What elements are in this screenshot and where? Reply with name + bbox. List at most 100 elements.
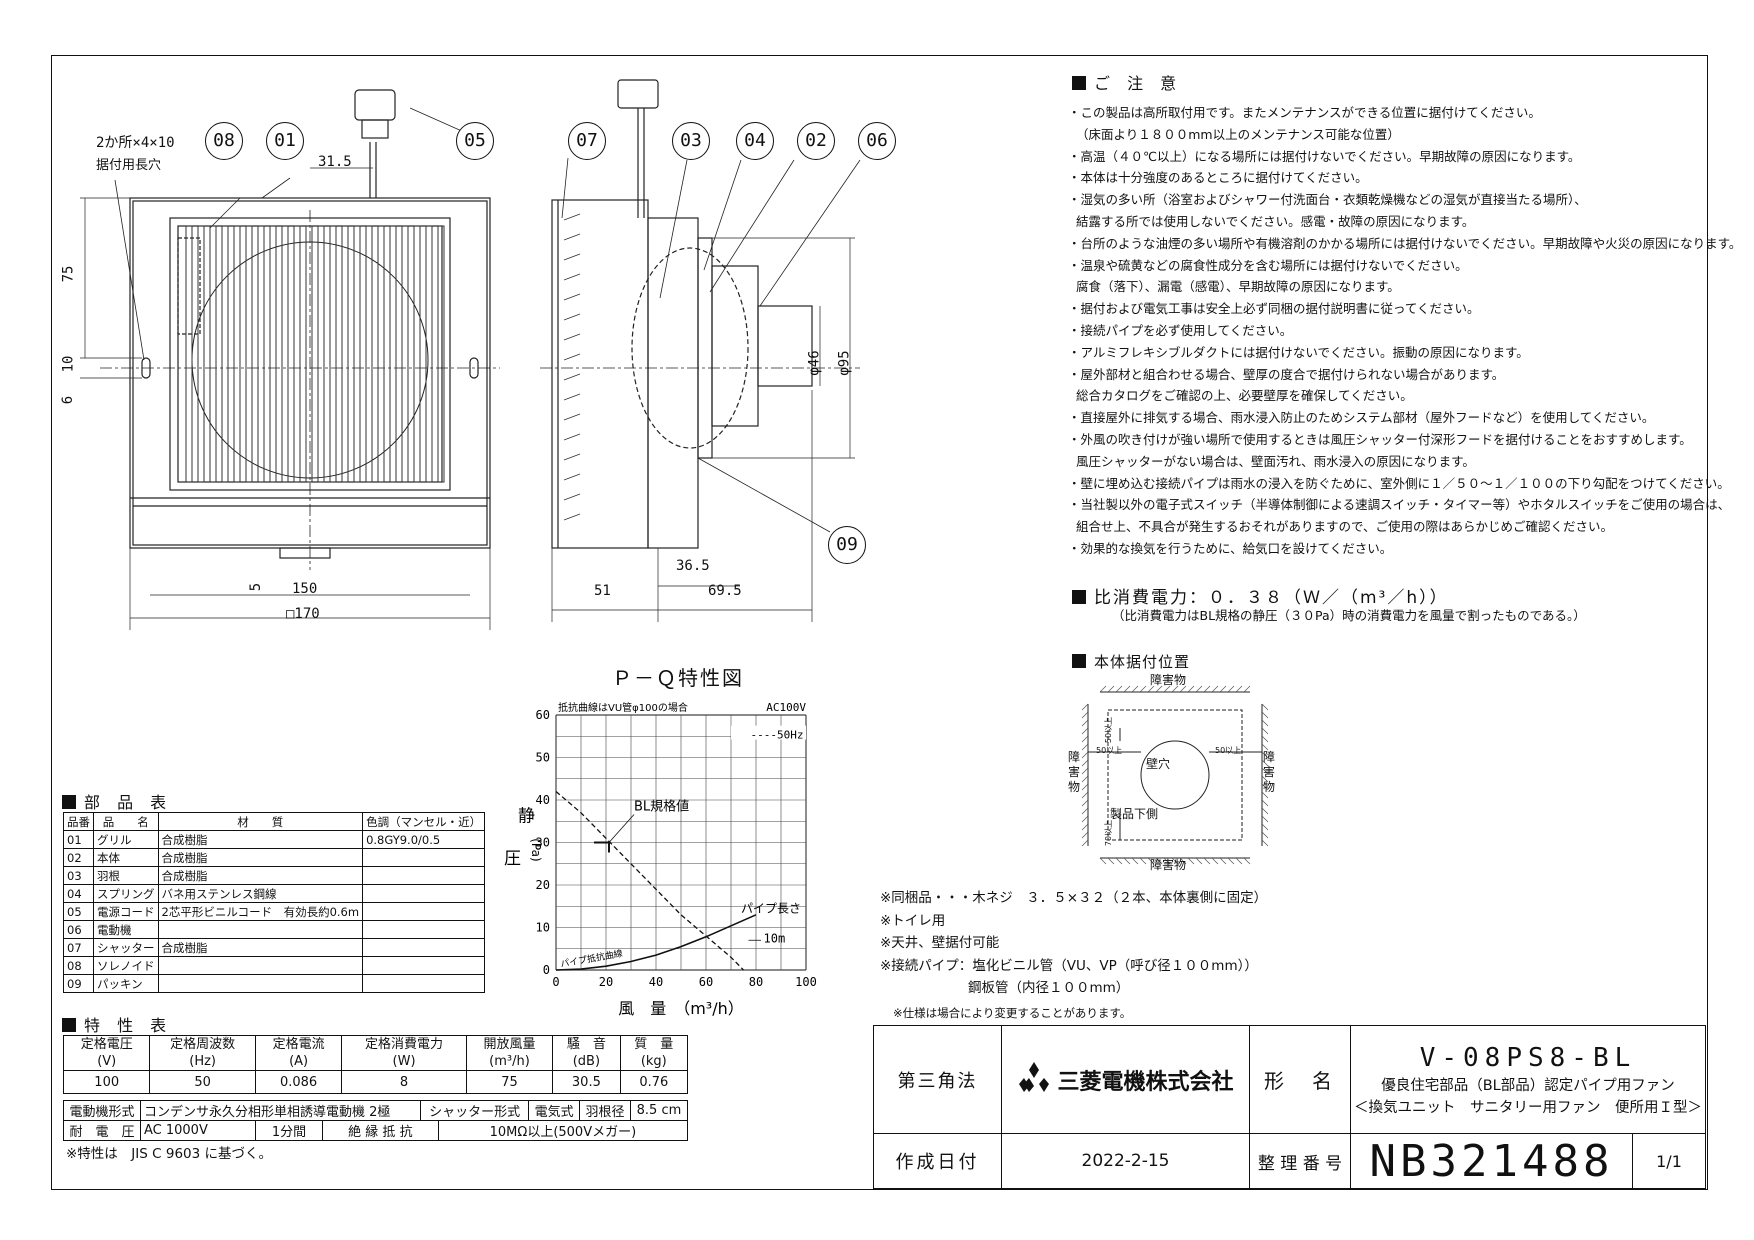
wall-hatch <box>1243 685 1251 693</box>
part-bubble-02: 02 <box>797 122 835 160</box>
spec-header: 質 量(kg) <box>619 1035 689 1071</box>
wall-hatch <box>1081 711 1089 719</box>
x-tick-label: 40 <box>649 975 663 989</box>
grille-slat <box>281 225 289 483</box>
shutter-fin <box>563 233 581 241</box>
wall-hatch <box>1081 703 1089 711</box>
wall-hatch <box>1155 685 1163 693</box>
wall-hatch <box>1261 735 1269 743</box>
spec-header-line: 定格電圧 <box>80 1037 133 1052</box>
part-bubble-08: 08 <box>205 122 243 160</box>
parts-header-row: 品番 品 名 材 質 色調（マンセル・近） <box>63 812 486 831</box>
parts-cell: 電動機 <box>93 920 159 939</box>
spec-value: 30.5 <box>552 1070 621 1094</box>
shutter-fin <box>563 413 581 421</box>
wall-hatch <box>1081 719 1089 727</box>
x-axis-label: 風 量 （m³/h） <box>618 999 744 1018</box>
grille-slat <box>305 225 313 483</box>
parts-header-no: 品番 <box>63 812 94 831</box>
grille-slat <box>437 225 445 483</box>
spec-header-line: 質 量 <box>634 1037 674 1052</box>
note-line: 総合カタログをご確認の上、必要壁厚を確保してください。 <box>1076 388 1413 404</box>
y-tick-label: 50 <box>536 751 550 765</box>
parts-cell: 09 <box>63 974 94 993</box>
spec-header: 定格電圧(V) <box>62 1035 151 1071</box>
install-heading: 本体据付位置 <box>1072 651 1190 672</box>
wall-hatch <box>1081 735 1089 743</box>
chart-title: Ｐ－Ｑ特性図 <box>612 666 744 690</box>
notes-list: ・この製品は高所取付用です。またメンテナンスができる位置に据付けてください。（床… <box>1068 102 1741 560</box>
wall-hatch <box>1163 685 1171 693</box>
note-line: ・湿気の多い所（浴室およびシャワー付洗面台・衣類乾燥機などの湿気が直接当たる場所… <box>1068 192 1587 208</box>
wall-hatch <box>1195 857 1203 865</box>
parts-cell: グリル <box>93 830 159 849</box>
parts-cell: 07 <box>63 938 94 957</box>
x-tick-label: 0 <box>552 975 559 989</box>
note-line: ・台所のような油煙の多い場所や有機溶剤のかかる場所には据付けないでください。早期… <box>1068 235 1742 251</box>
grille-slat <box>269 225 277 483</box>
parts-cell <box>362 956 486 975</box>
shutter-fin <box>563 313 581 321</box>
wall-hatch <box>1203 857 1211 865</box>
spec-value: 100 <box>62 1070 151 1094</box>
specs-table-2: 電動機形式 コンデンサ永久分相形単相誘導電動機 2極 シャッター形式 電気式 羽… <box>63 1100 689 1121</box>
motor-value: コンデンサ永久分相形単相誘導電動機 2極 <box>140 1100 421 1121</box>
note-line: 風圧シャッターがない場合は、壁面汚れ、雨水浸入の原因になります。 <box>1076 453 1475 469</box>
parts-cell <box>362 902 486 921</box>
note-line: ・直接屋外に排気する場合、雨水浸入防止のためシステム部材（屋外フードなど）を使用… <box>1068 410 1655 426</box>
chart-subtitle: 抵抗曲線はVU管φ100の場合 <box>558 701 688 714</box>
wall-hatch <box>1115 685 1123 693</box>
power-heading: 比消費電力：０．３８（Ｗ／（m³／h）） <box>1072 583 1449 608</box>
dim-6: 6 <box>60 395 77 405</box>
series-line <box>555 914 757 971</box>
dim-phi95: φ95 <box>836 350 853 376</box>
parts-header-material: 材 質 <box>157 812 364 831</box>
dim-5: 5 <box>248 582 265 592</box>
wall-hatch <box>1219 685 1227 693</box>
part-bubble-03: 03 <box>672 122 710 160</box>
wall-hatch <box>1131 857 1139 865</box>
grille-slat <box>209 225 217 483</box>
front-view-drawing <box>60 70 520 630</box>
wall-hatch <box>1139 685 1147 693</box>
parts-cell <box>362 920 486 939</box>
parts-cell: スプリング <box>93 884 159 903</box>
blade-label: 羽根径 <box>579 1100 631 1121</box>
date-value: 2022-2-15 <box>1001 1133 1250 1189</box>
grille-slat <box>413 225 421 483</box>
bl-leader <box>608 814 635 843</box>
accessory-line: 鋼板管（内径１００mm） <box>968 980 1130 996</box>
wall-hatch <box>1187 685 1195 693</box>
install-wall-hole: 壁穴 <box>1146 757 1171 771</box>
parts-cell: 08 <box>63 956 94 975</box>
wall-hatch <box>1099 685 1107 693</box>
wall-hatch <box>1243 857 1251 865</box>
voltage-value-2: 1分間 <box>254 1120 323 1141</box>
parts-cell: 合成樹脂 <box>157 848 364 867</box>
grille-slat <box>329 225 337 483</box>
parts-cell: 2芯平形ビニルコード 有効長約0.6m <box>157 902 364 921</box>
title-block: 第三角法 三菱電機株式会社 形 名 V-08PS8-BL 優良住宅部品（BL部品… <box>873 1025 1706 1189</box>
install-obstacle-right: 障害物 <box>1263 750 1276 794</box>
parts-cell: パッキン <box>93 974 159 993</box>
wall-hatch <box>1081 791 1089 799</box>
parts-cell: 0.8GY9.0/0.5 <box>362 830 486 849</box>
wall-hatch <box>1261 703 1269 711</box>
grille-slat <box>425 225 433 483</box>
y-tick-label: 0 <box>543 963 550 977</box>
install-dim-50-right: 50以上 <box>1215 746 1242 755</box>
dim-69-5: 69.5 <box>708 583 742 599</box>
parts-cell <box>362 884 486 903</box>
grille-slat <box>317 225 325 483</box>
wall-hatch <box>1147 857 1155 865</box>
part-bubble-07: 07 <box>568 122 606 160</box>
note-line: ・高温（４０℃以上）になる場所には据付けないでください。早期故障の原因になります… <box>1068 148 1581 164</box>
install-dim-70: 70以上 <box>1104 819 1114 847</box>
install-dim-50-left: 50以上 <box>1096 746 1123 755</box>
spec-value: 8 <box>341 1070 467 1094</box>
grille-slat <box>341 225 349 483</box>
date-label: 作成日付 <box>873 1133 1002 1189</box>
company-cell: 三菱電機株式会社 <box>1001 1025 1250 1134</box>
